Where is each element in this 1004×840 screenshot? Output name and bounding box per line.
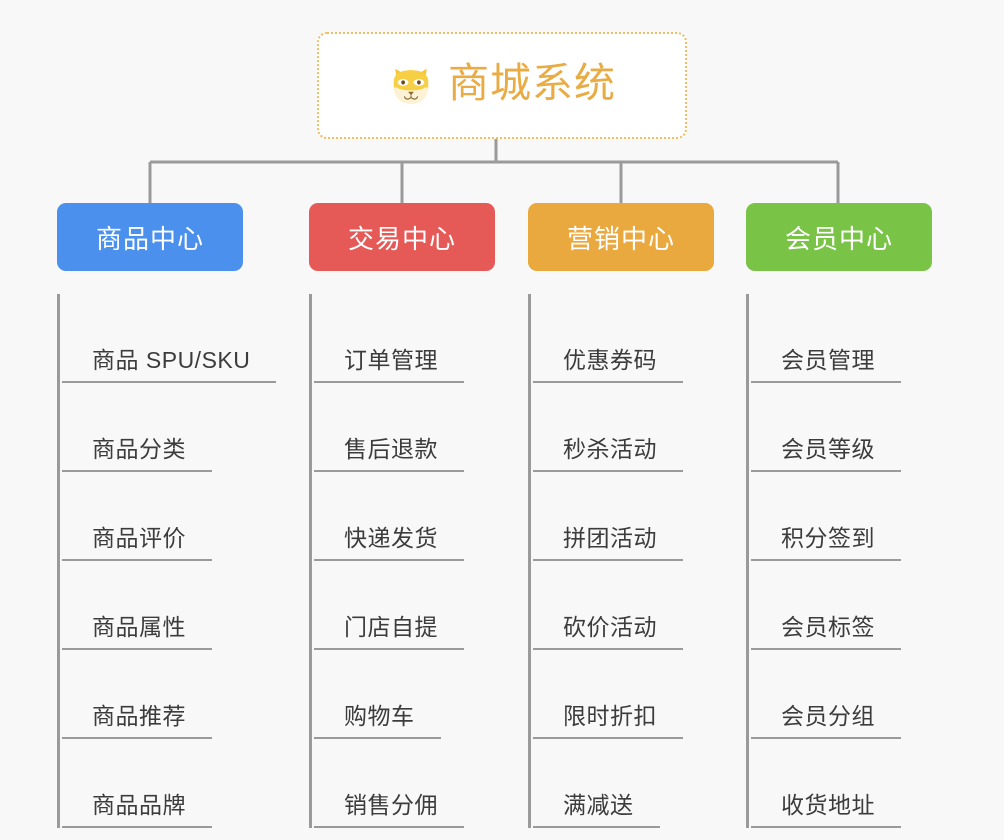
leaf-label: 商品 SPU/SKU (62, 347, 277, 383)
leaf-label: 秒杀活动 (533, 436, 683, 472)
leaf-list-product-center: 商品 SPU/SKU 商品分类 商品评价 商品属性 商品推荐 商品品牌 (57, 294, 277, 828)
category-card-member-center[interactable]: 会员中心 (746, 203, 932, 271)
list-item[interactable]: 售后退款 (314, 383, 495, 472)
list-item[interactable]: 快递发货 (314, 472, 495, 561)
leaf-list-member-center: 会员管理 会员等级 积分签到 会员标签 会员分组 收货地址 (746, 294, 932, 828)
list-item[interactable]: 砍价活动 (533, 561, 714, 650)
list-item[interactable]: 商品属性 (62, 561, 243, 650)
leaf-list-trade-center: 订单管理 售后退款 快递发货 门店自提 购物车 销售分佣 (309, 294, 495, 828)
list-item[interactable]: 商品 SPU/SKU (62, 294, 277, 383)
list-item[interactable]: 会员等级 (751, 383, 932, 472)
category-label: 交易中心 (347, 223, 456, 254)
root-node-title: 商城系统 (448, 60, 616, 106)
leaf-label: 门店自提 (314, 614, 464, 650)
leaf-label: 会员标签 (751, 614, 901, 650)
category-card-marketing-center[interactable]: 营销中心 (528, 203, 714, 271)
category-label: 商品中心 (95, 223, 204, 254)
list-item[interactable]: 会员标签 (751, 561, 932, 650)
leaf-label: 商品推荐 (62, 703, 212, 739)
leaf-label: 会员分组 (751, 703, 901, 739)
list-item[interactable]: 购物车 (314, 650, 495, 739)
leaf-label: 会员等级 (751, 436, 901, 472)
branch-column-product-center: 商品中心 商品 SPU/SKU 商品分类 商品评价 商品属性 商品推荐 商品品牌 (57, 203, 277, 828)
list-item[interactable]: 优惠券码 (533, 294, 714, 383)
leaf-label: 积分签到 (751, 525, 901, 561)
list-item[interactable]: 积分签到 (751, 472, 932, 561)
shiba-dog-face-icon (393, 68, 429, 104)
branch-column-trade-center: 交易中心 订单管理 售后退款 快递发货 门店自提 购物车 销售分佣 (309, 203, 495, 828)
leaf-label: 商品属性 (62, 614, 212, 650)
leaf-label: 购物车 (314, 703, 441, 739)
list-item[interactable]: 满减送 (533, 739, 714, 828)
leaf-label: 售后退款 (314, 436, 464, 472)
list-item[interactable]: 会员分组 (751, 650, 932, 739)
leaf-label: 商品品牌 (62, 792, 212, 828)
list-item[interactable]: 商品评价 (62, 472, 243, 561)
leaf-label: 订单管理 (314, 347, 464, 383)
list-item[interactable]: 门店自提 (314, 561, 495, 650)
root-node-card[interactable]: 商城系统 (317, 32, 687, 139)
list-item[interactable]: 秒杀活动 (533, 383, 714, 472)
list-item[interactable]: 商品品牌 (62, 739, 243, 828)
branch-column-member-center: 会员中心 会员管理 会员等级 积分签到 会员标签 会员分组 收货地址 (746, 203, 932, 828)
list-item[interactable]: 会员管理 (751, 294, 932, 383)
list-item[interactable]: 收货地址 (751, 739, 932, 828)
leaf-label: 拼团活动 (533, 525, 683, 561)
branch-column-marketing-center: 营销中心 优惠券码 秒杀活动 拼团活动 砍价活动 限时折扣 满减送 (528, 203, 714, 828)
category-card-product-center[interactable]: 商品中心 (57, 203, 243, 271)
branch-columns: 商品中心 商品 SPU/SKU 商品分类 商品评价 商品属性 商品推荐 商品品牌… (0, 203, 1004, 840)
list-item[interactable]: 拼团活动 (533, 472, 714, 561)
root-node-wrapper: 商城系统 (0, 32, 1004, 139)
leaf-label: 满减送 (533, 792, 660, 828)
list-item[interactable]: 商品分类 (62, 383, 243, 472)
leaf-label: 销售分佣 (314, 792, 464, 828)
leaf-label: 砍价活动 (533, 614, 683, 650)
list-item[interactable]: 订单管理 (314, 294, 495, 383)
leaf-label: 优惠券码 (533, 347, 683, 383)
leaf-list-marketing-center: 优惠券码 秒杀活动 拼团活动 砍价活动 限时折扣 满减送 (528, 294, 714, 828)
category-card-trade-center[interactable]: 交易中心 (309, 203, 495, 271)
leaf-label: 会员管理 (751, 347, 901, 383)
category-label: 会员中心 (784, 223, 893, 254)
leaf-label: 收货地址 (751, 792, 901, 828)
list-item[interactable]: 限时折扣 (533, 650, 714, 739)
leaf-label: 商品评价 (62, 525, 212, 561)
list-item[interactable]: 商品推荐 (62, 650, 243, 739)
leaf-label: 商品分类 (62, 436, 212, 472)
leaf-label: 限时折扣 (533, 703, 683, 739)
category-label: 营销中心 (566, 223, 675, 254)
leaf-label: 快递发货 (314, 525, 464, 561)
list-item[interactable]: 销售分佣 (314, 739, 495, 828)
